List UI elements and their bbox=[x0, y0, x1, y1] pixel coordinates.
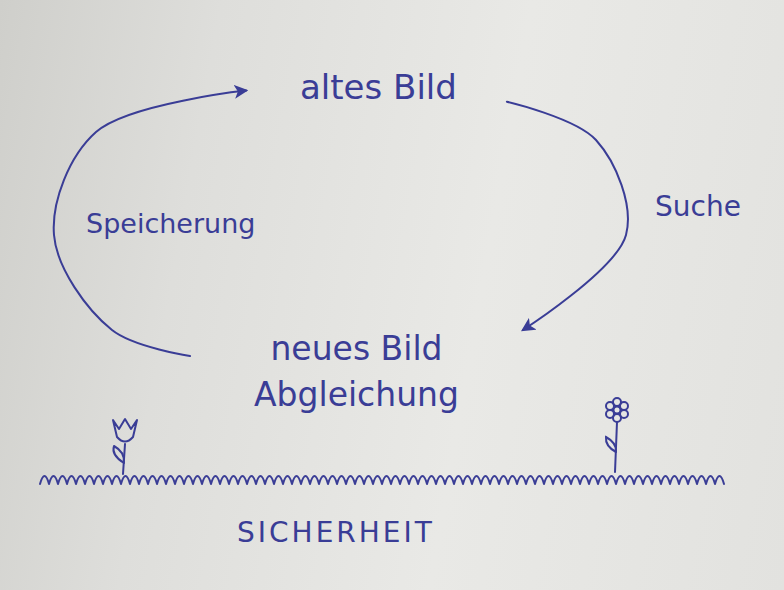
tulip-flower bbox=[113, 419, 137, 474]
daisy-petal bbox=[606, 402, 614, 410]
cycle-arrow bbox=[507, 102, 628, 330]
daisy-flower bbox=[606, 398, 628, 472]
daisy-petal bbox=[606, 410, 614, 418]
node-text: Abgleichung bbox=[254, 372, 459, 418]
edge-label: Suche bbox=[655, 190, 741, 224]
daisy-petal bbox=[620, 402, 628, 410]
edge-label: Speicherung bbox=[86, 208, 255, 240]
grass-wave-line bbox=[40, 476, 724, 484]
node-text: neues Bild bbox=[254, 326, 459, 372]
ground-label: SICHERHEIT bbox=[237, 516, 435, 550]
tulip-head bbox=[113, 419, 137, 442]
text-node: neues BildAbgleichung bbox=[194, 324, 519, 420]
text-node: altes Bild bbox=[250, 60, 507, 116]
tulip-leaf bbox=[113, 446, 124, 463]
daisy-leaf bbox=[606, 437, 616, 452]
node-text: altes Bild bbox=[300, 64, 457, 112]
